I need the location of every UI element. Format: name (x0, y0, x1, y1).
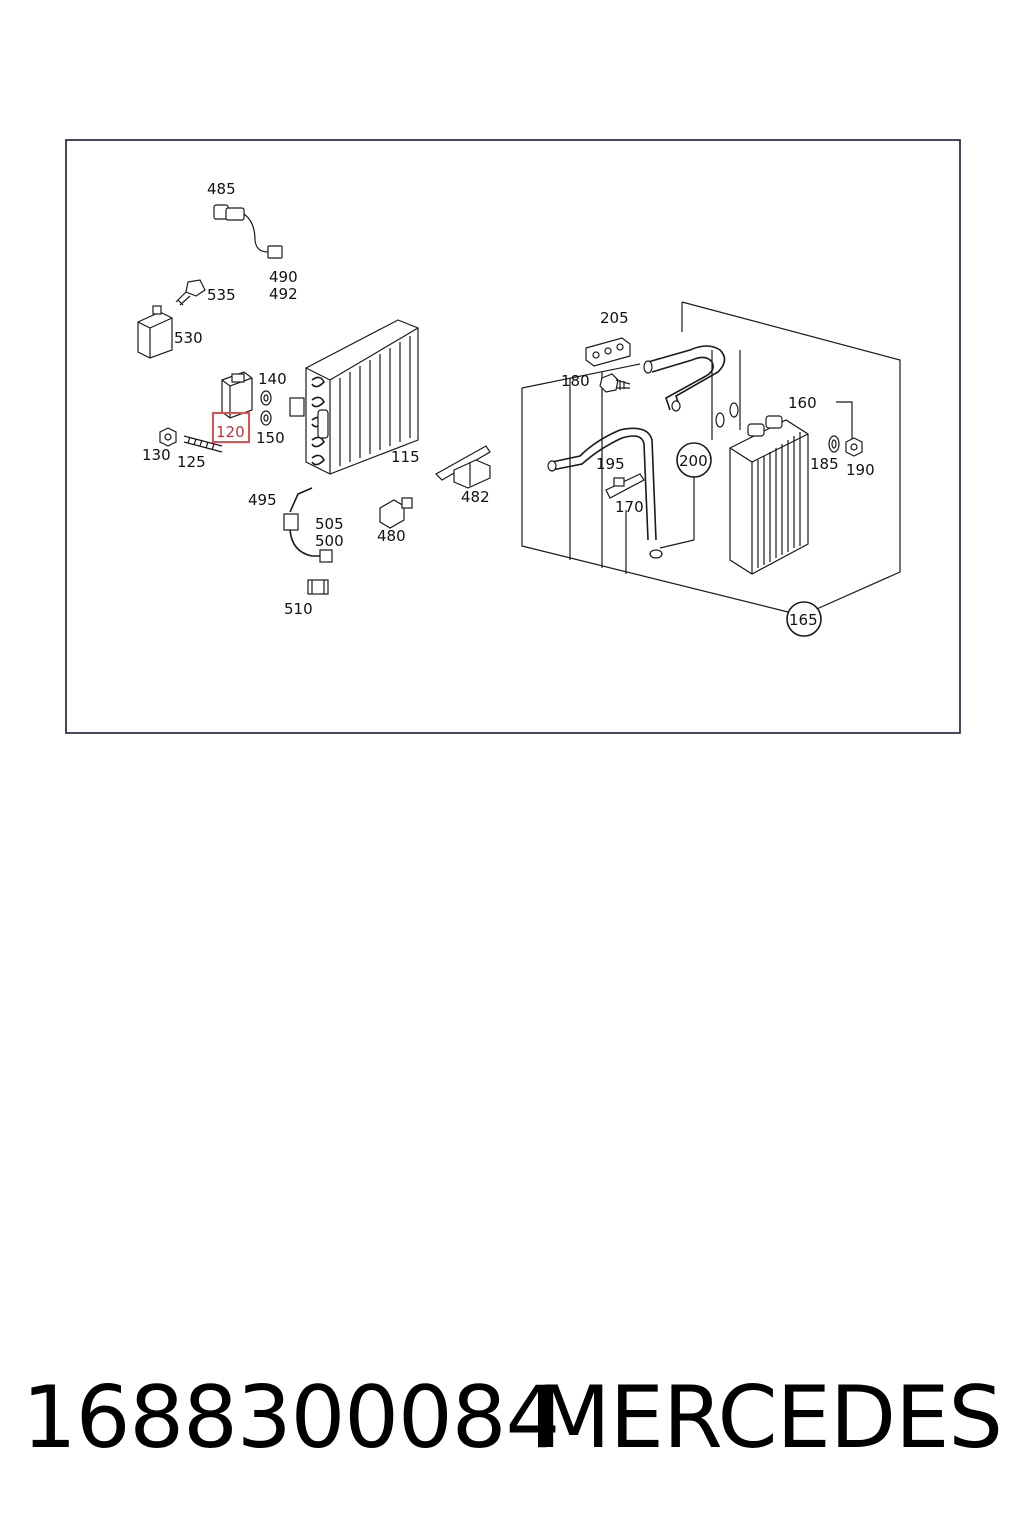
callout-165-circle (786, 601, 822, 637)
brand-name: MERCEDES (536, 1368, 1003, 1468)
label-160: 160 (788, 394, 817, 412)
part-160-heater-core (729, 415, 809, 575)
part-number: 1688300084 (22, 1368, 560, 1468)
label-200: 200 (679, 452, 708, 470)
label-190: 190 (846, 461, 875, 479)
label-535: 535 (207, 286, 236, 304)
part-140-oring (260, 390, 272, 406)
label-505: 505 (315, 515, 344, 533)
part-510-clip (307, 579, 329, 595)
part-heater-pipes (643, 345, 726, 412)
label-140: 140 (258, 370, 287, 388)
label-120[interactable]: 120 (216, 423, 245, 441)
label-492: 492 (269, 285, 298, 303)
label-485: 485 (207, 180, 236, 198)
part-150-oring (260, 410, 272, 426)
highlight-box-120 (212, 412, 250, 443)
label-150: 150 (256, 429, 285, 447)
part-495-hose (283, 487, 333, 563)
diagram-frame (65, 139, 961, 734)
label-115: 115 (391, 448, 420, 466)
part-185-seal (828, 435, 840, 453)
label-195: 195 (596, 455, 625, 473)
label-165: 165 (789, 611, 818, 629)
part-130-nut (159, 427, 177, 447)
label-495: 495 (248, 491, 277, 509)
part-190-nut (845, 437, 863, 457)
part-205-plate (585, 337, 631, 367)
part-530-module (137, 305, 173, 359)
footer: 1688300084 MERCEDES (0, 1368, 1024, 1478)
part-482-bracket (435, 445, 491, 489)
label-500: 500 (315, 532, 344, 550)
label-530: 530 (174, 329, 203, 347)
part-115-evaporator (289, 319, 419, 475)
part-120-valve (221, 371, 253, 419)
label-480: 480 (377, 527, 406, 545)
label-185: 185 (810, 455, 839, 473)
heater-housing-outline (521, 301, 901, 613)
label-180: 180 (561, 372, 590, 390)
label-482: 482 (461, 488, 490, 506)
label-205: 205 (600, 309, 629, 327)
part-125-stud (183, 435, 223, 453)
label-130: 130 (142, 446, 171, 464)
part-170-bracket (605, 473, 645, 499)
label-490: 490 (269, 268, 298, 286)
part-195-hose (547, 427, 663, 559)
part-180-bolt (599, 373, 631, 393)
label-510: 510 (284, 600, 313, 618)
label-125: 125 (177, 453, 206, 471)
part-485-sensor (213, 204, 283, 259)
part-480-switch (379, 497, 413, 529)
callout-200-circle (676, 442, 712, 478)
label-170: 170 (615, 498, 644, 516)
part-535-bolt (175, 279, 206, 306)
